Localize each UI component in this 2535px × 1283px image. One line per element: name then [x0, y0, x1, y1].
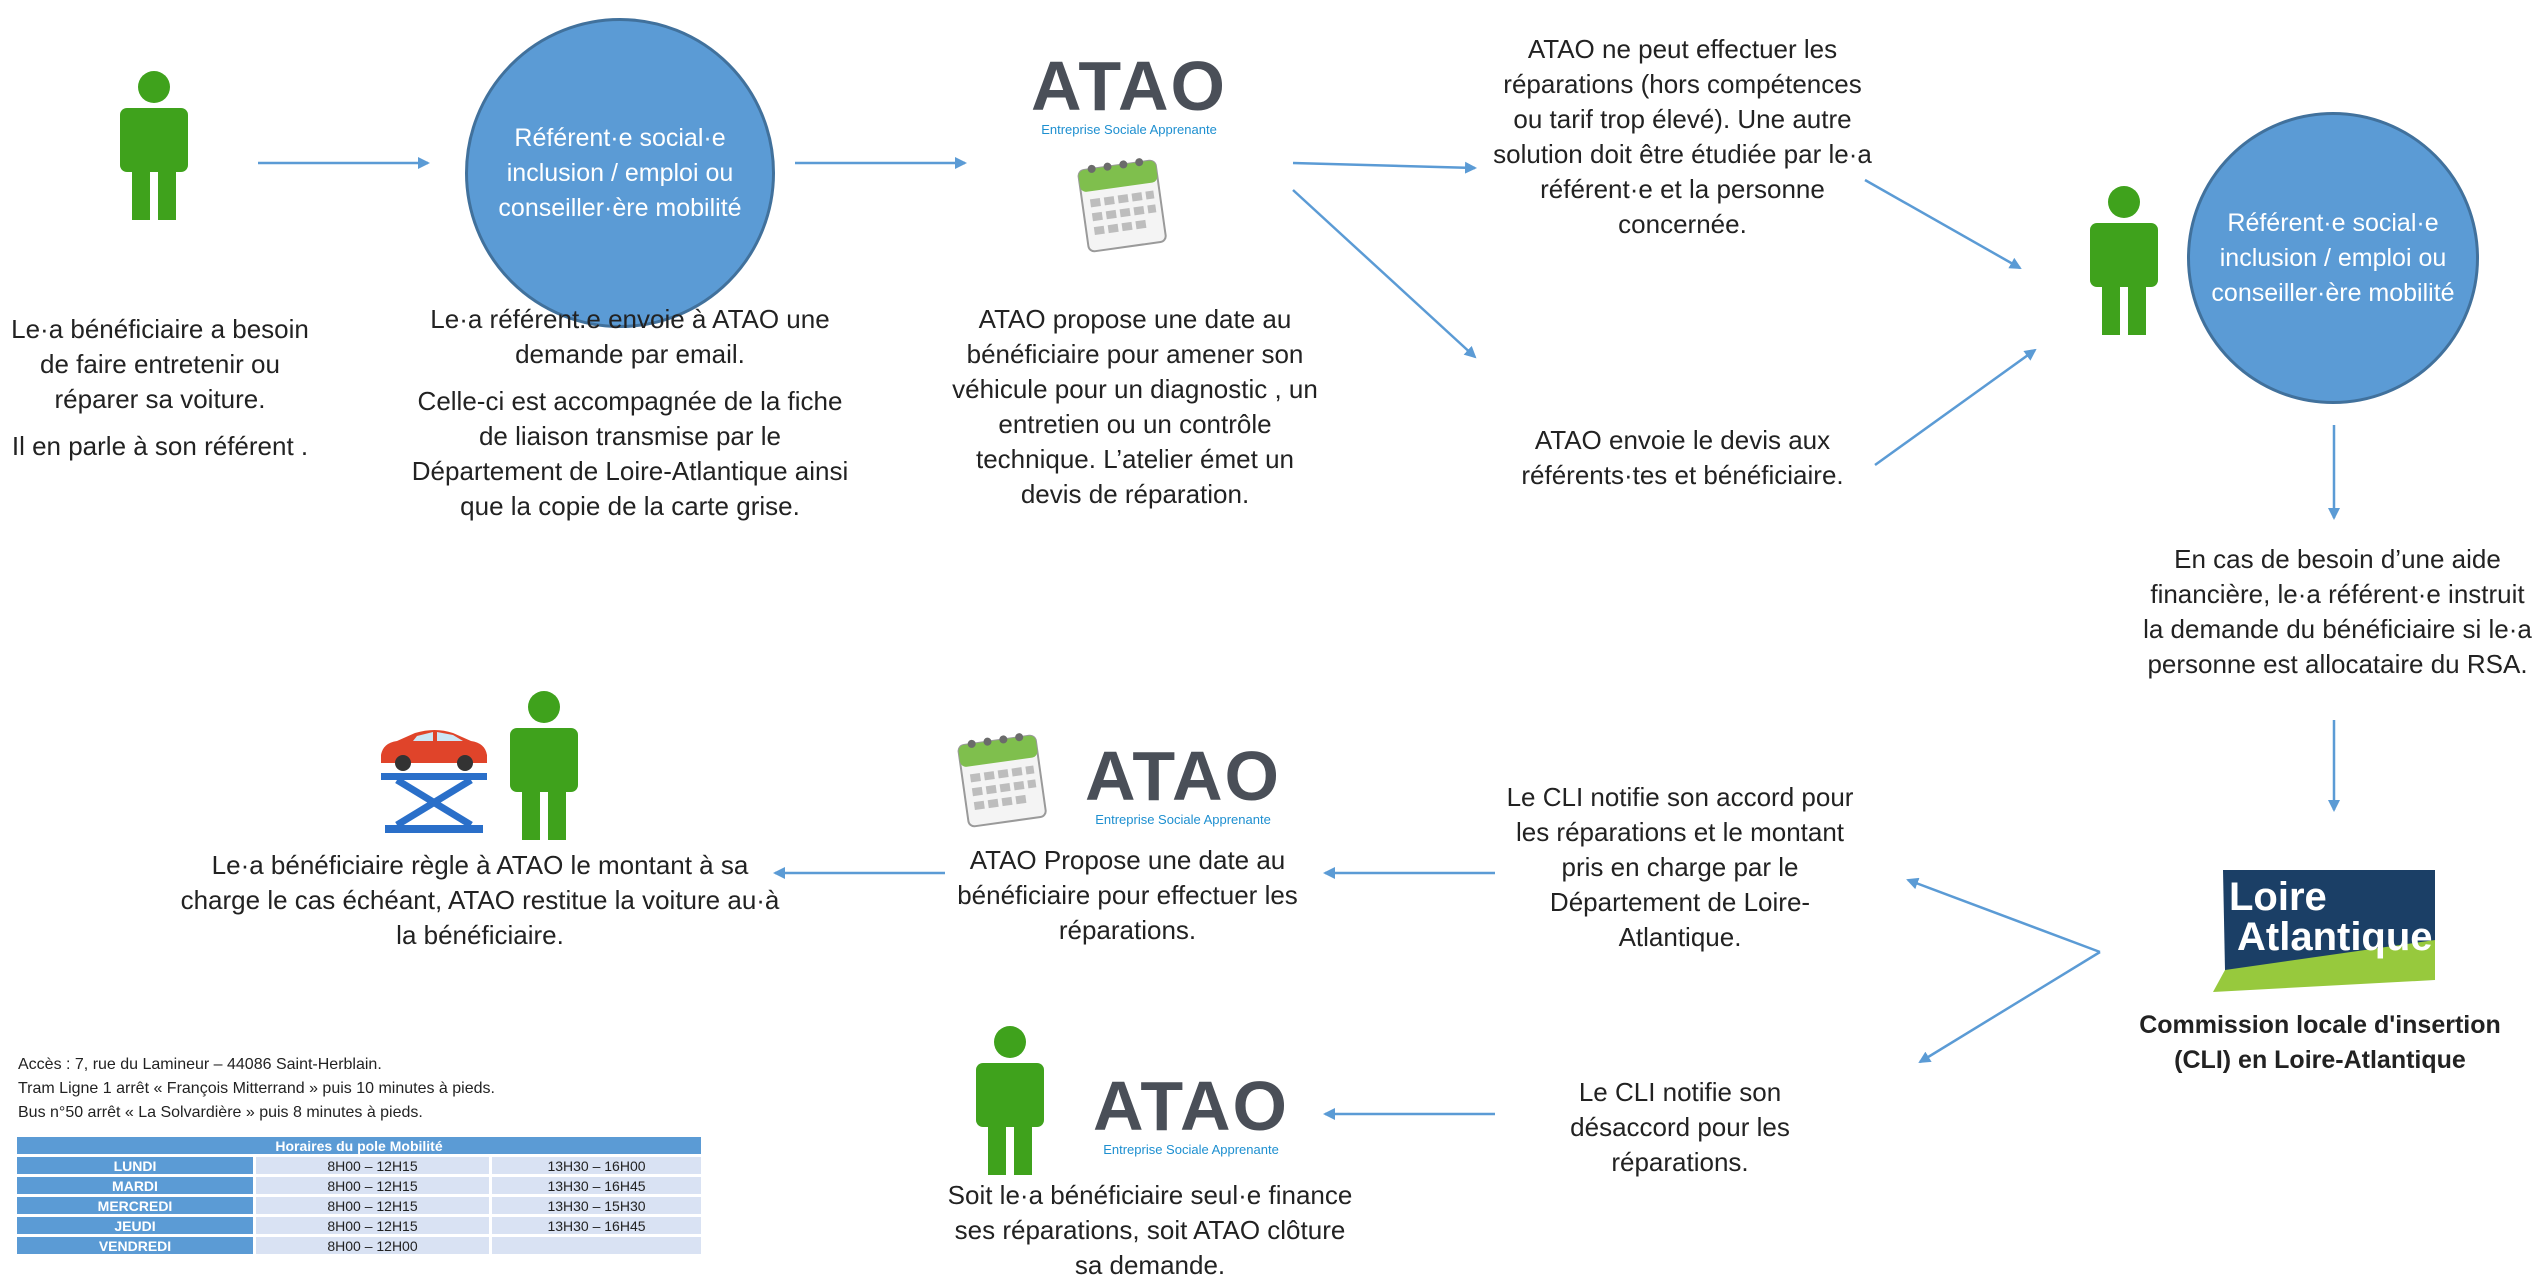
cli-refus-line: Le CLI notifie son désaccord pour les ré…	[1570, 1077, 1790, 1177]
step2-line1: Le·a référent.e envoie à ATAO une demand…	[430, 304, 830, 369]
cli-refus-text: Le CLI notifie son désaccord pour les ré…	[1525, 1075, 1835, 1180]
hours-day: LUNDI	[17, 1157, 253, 1174]
step2-line2: Celle-ci est accompagnée de la fiche de …	[411, 386, 849, 521]
hours-morning: 8H00 – 12H00	[256, 1237, 489, 1254]
final-payment-line: Le·a bénéficiaire règle à ATAO le montan…	[180, 850, 780, 950]
step3-line: ATAO propose une date au bénéficiaire po…	[952, 304, 1318, 509]
branch-a-text: ATAO ne peut effectuer les réparations (…	[1490, 32, 1875, 242]
atao-logo-name: ATAO	[1085, 737, 1281, 815]
hours-morning: 8H00 – 12H15	[256, 1177, 489, 1194]
hours-afternoon: 13H30 – 16H45	[492, 1217, 701, 1234]
cli-accord-text: Le CLI notifie son accord pour les répar…	[1505, 780, 1855, 955]
atao-logo: ATAO Entreprise Sociale Apprenante	[1072, 740, 1294, 830]
final-refus-text: Soit le·a bénéficiaire seul·e finance se…	[940, 1178, 1360, 1283]
branch-a-line: ATAO ne peut effectuer les réparations (…	[1493, 34, 1872, 239]
arrow-3-to-branch-a	[1292, 161, 1477, 174]
atao-logo: ATAO Entreprise Sociale Apprenante	[1018, 50, 1240, 140]
referent-circle: Référent·e social·e inclusion / emploi o…	[465, 18, 775, 328]
hours-day: MARDI	[17, 1177, 253, 1194]
cli-label: Commission locale d'insertion (CLI) en L…	[2120, 1008, 2520, 1078]
arrow-cli-to-refus	[1918, 950, 2101, 1064]
arrow-cli-to-accord	[1906, 877, 2101, 954]
final-refus-line: Soit le·a bénéficiaire seul·e finance se…	[947, 1180, 1353, 1280]
hours-header-row: Horaires du pole Mobilité	[17, 1137, 701, 1154]
atao-logo-tagline: Entreprise Sociale Apprenante	[1095, 812, 1271, 827]
referent-circle-label: Référent·e social·e inclusion / emploi o…	[2211, 208, 2455, 307]
hours-row: MERCREDI 8H00 – 12H15 13H30 – 15H30	[17, 1197, 701, 1214]
loire-logo-line1: Loire	[2229, 875, 2327, 919]
hours-row: JEUDI 8H00 – 12H15 13H30 – 16H45	[17, 1217, 701, 1234]
arrow-3-to-branch-b	[1292, 189, 1477, 359]
atao-repair-text: ATAO Propose une date au bénéficiaire po…	[955, 843, 1300, 948]
calendar-icon	[957, 733, 1047, 828]
cli-accord-line: Le CLI notifie son accord pour les répar…	[1506, 782, 1854, 952]
atao-logo-tagline: Entreprise Sociale Apprenante	[1041, 122, 1217, 137]
hours-afternoon: 13H30 – 16H00	[492, 1157, 701, 1174]
atao-logo-name: ATAO	[1093, 1067, 1289, 1145]
hours-row: MARDI 8H00 – 12H15 13H30 – 16H45	[17, 1177, 701, 1194]
hours-row: VENDREDI 8H00 – 12H00	[17, 1237, 701, 1254]
final-payment-text: Le·a bénéficiaire règle à ATAO le montan…	[170, 848, 790, 953]
referent-circle: Référent·e social·e inclusion / emploi o…	[2187, 112, 2479, 404]
hours-table: Horaires du pole Mobilité LUNDI 8H00 – 1…	[14, 1134, 704, 1257]
step1-line2: Il en parle à son référent .	[11, 431, 309, 461]
person-icon	[120, 71, 188, 220]
branch-b-text: ATAO envoie le devis aux référents·tes e…	[1490, 423, 1875, 493]
step2-text: Le·a référent.e envoie à ATAO une demand…	[410, 302, 850, 524]
hours-morning: 8H00 – 12H15	[256, 1217, 489, 1234]
hours-day: JEUDI	[17, 1217, 253, 1234]
hours-afternoon: 13H30 – 15H30	[492, 1197, 701, 1214]
hours-row: LUNDI 8H00 – 12H15 13H30 – 16H00	[17, 1157, 701, 1174]
arrow-branch-b-to-ref	[1874, 348, 2037, 467]
step3-text: ATAO propose une date au bénéficiaire po…	[945, 302, 1325, 512]
car-lift-icon	[381, 730, 487, 833]
atao-logo: ATAO Entreprise Sociale Apprenante	[1080, 1070, 1302, 1160]
hours-afternoon: 13H30 – 16H45	[492, 1177, 701, 1194]
branch-b-line: ATAO envoie le devis aux référents·tes e…	[1521, 425, 1844, 490]
hours-afternoon	[492, 1237, 701, 1254]
financial-aid-text: En cas de besoin d’une aide financière, …	[2140, 542, 2535, 682]
financial-aid-line: En cas de besoin d’une aide financière, …	[2143, 544, 2532, 679]
arrow-branch-a-to-ref	[1864, 178, 2022, 270]
hours-title: Horaires du pole Mobilité	[17, 1137, 701, 1154]
access-line2: Tram Ligne 1 arrêt « François Mitterrand…	[18, 1080, 495, 1097]
person-icon	[2090, 186, 2158, 335]
referent-circle-label: Référent·e social·e inclusion / emploi o…	[498, 123, 742, 222]
hours-day: VENDREDI	[17, 1237, 253, 1254]
hours-day: MERCREDI	[17, 1197, 253, 1214]
atao-repair-line: ATAO Propose une date au bénéficiaire po…	[957, 845, 1298, 945]
loire-logo-line2: Atlantique	[2237, 915, 2433, 959]
person-icon	[510, 691, 578, 840]
access-info: Accès : 7, rue du Lamineur – 44086 Saint…	[18, 1053, 718, 1125]
hours-morning: 8H00 – 12H15	[256, 1157, 489, 1174]
cli-label-text: Commission locale d'insertion (CLI) en L…	[2139, 1011, 2501, 1074]
access-line1: Accès : 7, rue du Lamineur – 44086 Saint…	[18, 1056, 382, 1073]
hours-morning: 8H00 – 12H15	[256, 1197, 489, 1214]
access-line3: Bus n°50 arrêt « La Solvardière » puis 8…	[18, 1104, 423, 1121]
atao-logo-tagline: Entreprise Sociale Apprenante	[1103, 1142, 1279, 1157]
person-icon	[976, 1026, 1044, 1175]
step1-line1: Le·a bénéficiaire a besoin de faire entr…	[11, 314, 309, 414]
loire-atlantique-logo: Loire Atlantique	[2195, 862, 2455, 992]
step1-text: Le·a bénéficiaire a besoin de faire entr…	[0, 312, 320, 464]
calendar-icon	[1077, 158, 1167, 253]
atao-logo-name: ATAO	[1031, 47, 1227, 125]
